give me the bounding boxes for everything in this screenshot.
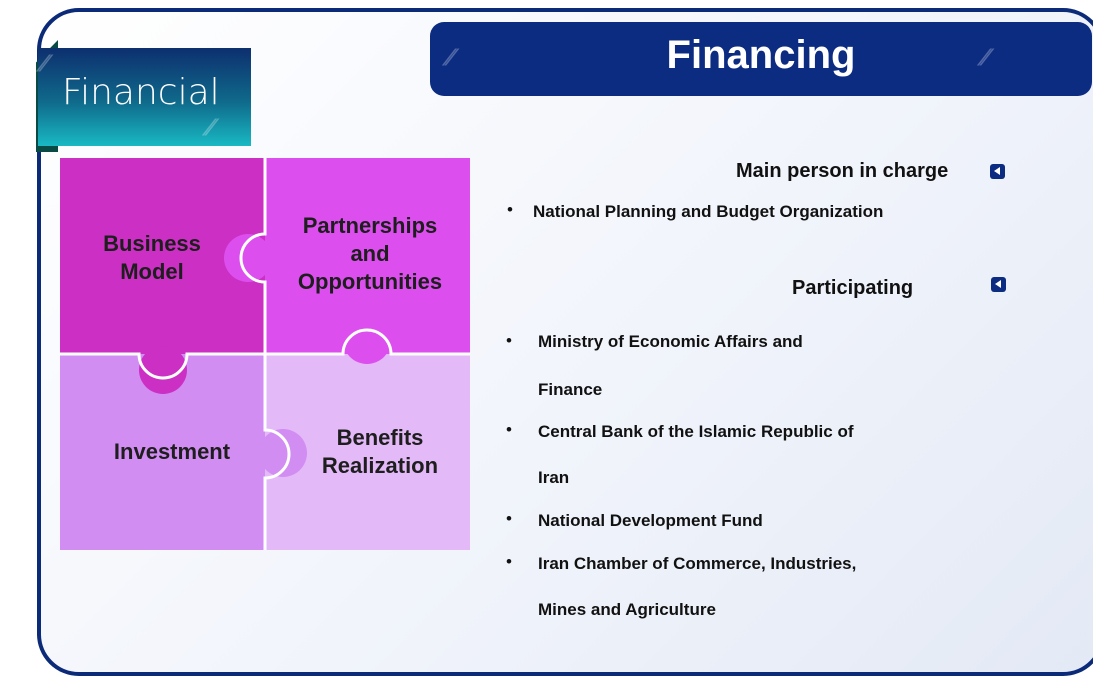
puzzle-seam-horizontal (60, 328, 470, 380)
list-item-continuation: Mines and Agriculture (538, 600, 716, 619)
piece-label-business-model: Business Model (72, 230, 232, 286)
list-item: National Development Fund (538, 511, 763, 530)
puzzle-seam-vertical (239, 158, 291, 550)
header-banner (430, 22, 1092, 96)
piece-label-line: Partnerships (302, 213, 438, 238)
puzzle-knob (139, 346, 187, 394)
puzzle-knob (343, 316, 391, 364)
bullet-icon: • (506, 509, 512, 528)
piece-label-line: Business (103, 231, 201, 256)
piece-label-line: and (350, 241, 390, 266)
bullet-icon: • (506, 420, 512, 439)
piece-label-line: Model (120, 259, 184, 284)
puzzle-graphic (60, 158, 470, 550)
piece-label-line: Realization (321, 453, 439, 478)
participating-heading: Participating (792, 277, 914, 299)
piece-label-partnerships: Partnerships and Opportunities (270, 212, 470, 296)
chevron-left-square-icon (991, 277, 1006, 292)
tab-title: Financial (62, 72, 220, 113)
piece-label-benefits: Benefits Realization (295, 424, 465, 480)
piece-label-line: Opportunities (297, 269, 443, 294)
puzzle-knob (259, 429, 307, 477)
piece-label-line: Benefits (336, 425, 424, 450)
financial-tab (38, 48, 251, 146)
list-item-continuation: Iran (538, 468, 570, 487)
bullet-icon: • (506, 331, 512, 350)
list-item: National Planning and Budget Organizatio… (533, 202, 884, 221)
list-item-continuation: Finance (538, 380, 603, 399)
list-item: Iran Chamber of Commerce, Industries, (538, 554, 857, 573)
page-title: Financing (666, 33, 856, 77)
list-item: Central Bank of the Islamic Republic of (538, 422, 854, 441)
puzzle-knob (224, 234, 272, 282)
piece-label-line: Investment (113, 439, 231, 464)
bullet-icon: • (507, 200, 513, 219)
list-item: Ministry of Economic Affairs and (538, 332, 803, 351)
piece-label-investment: Investment (92, 438, 252, 466)
chevron-left-square-icon (990, 164, 1005, 179)
bullet-icon: • (506, 552, 512, 571)
main-person-heading: Main person in charge (736, 160, 949, 182)
